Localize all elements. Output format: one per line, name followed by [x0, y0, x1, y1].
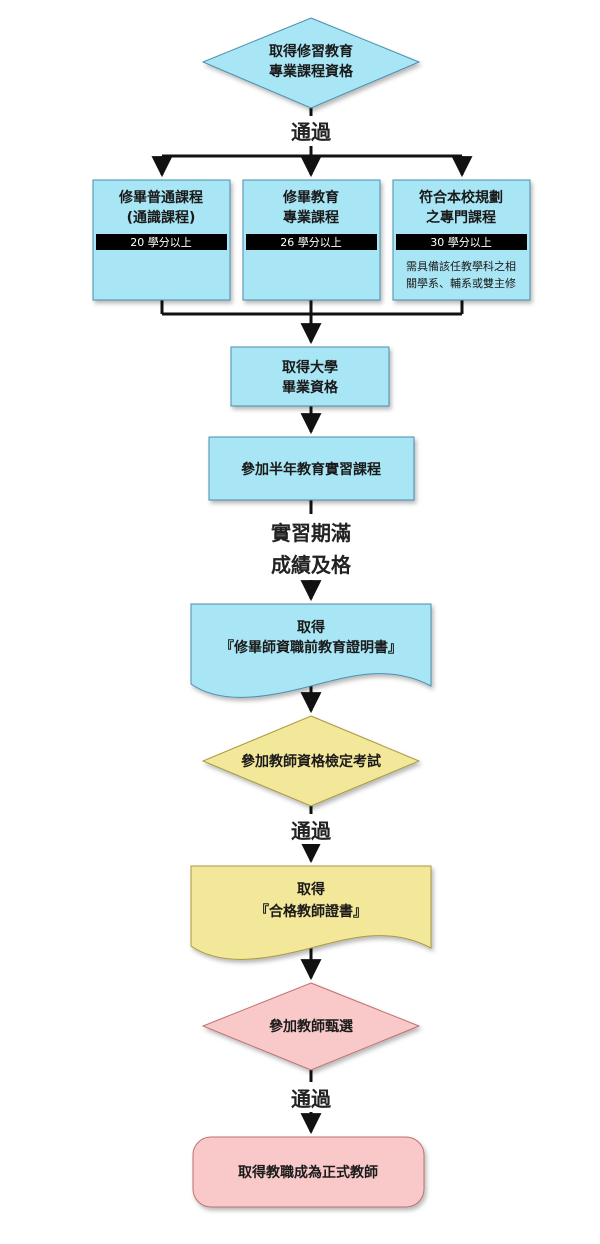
course-education-box: 修畢教育 專業課程 26 學分以上	[242, 179, 381, 301]
pass2-label: 通過	[291, 819, 332, 843]
course-specialty-note1: 需具備該任教學科之相	[406, 259, 516, 273]
course-specialty-credit-bar	[396, 234, 527, 250]
final-text: 取得教職成為正式教師	[238, 1164, 378, 1181]
internship-text: 參加半年教育實習課程	[241, 461, 381, 478]
start-text-line2: 專業課程資格	[269, 63, 354, 80]
connectors	[151, 108, 473, 1135]
start-text-line1: 取得修習教育	[269, 43, 353, 60]
internship-box: 參加半年教育實習課程	[208, 436, 415, 501]
internship-done-line1: 實習期滿	[271, 521, 351, 545]
start-diamond: 取得修習教育 專業課程資格	[201, 17, 421, 109]
selection-diamond: 參加教師甄選	[201, 982, 421, 1071]
internship-done-label-bg	[252, 514, 370, 580]
certificate-pre-line2: 『修畢師資職前教育證明書』	[220, 639, 402, 656]
certificate-line2: 『合格教師證書』	[255, 903, 367, 920]
course-general-line2: (通識課程)	[127, 209, 196, 226]
certificate-pre-shape	[190, 603, 432, 698]
exam-diamond-shape	[201, 715, 421, 807]
course-general-line1: 修畢普通課程	[118, 189, 203, 206]
course-specialty-note2: 關學系、輔系或雙主修	[406, 276, 516, 290]
pass3-label-bg	[284, 1082, 338, 1112]
certificate-pre-line1: 取得	[297, 619, 325, 636]
degree-line1: 取得大學	[282, 359, 338, 376]
internship-shape	[208, 436, 415, 501]
exam-diamond: 參加教師資格檢定考試	[201, 715, 421, 807]
certificate-document: 取得 『合格教師證書』	[190, 865, 432, 960]
course-education-line1: 修畢教育	[282, 189, 339, 206]
course-specialty-credits: 30 學分以上	[430, 236, 492, 249]
pass1-label: 通過	[291, 120, 332, 144]
pass2-label-bg	[284, 814, 338, 844]
course-education-credit-bar	[246, 234, 377, 250]
certificate-line1: 取得	[297, 881, 325, 898]
selection-diamond-shape	[201, 982, 421, 1071]
exam-text: 參加教師資格檢定考試	[241, 753, 381, 770]
pass3-label: 通過	[291, 1087, 332, 1111]
certificate-pre-document: 取得 『修畢師資職前教育證明書』	[190, 603, 432, 698]
course-general-box: 修畢普通課程 (通識課程) 20 學分以上	[92, 179, 231, 301]
internship-done-line2: 成績及格	[271, 553, 352, 577]
course-specialty-box: 符合本校規劃 之專門課程 30 學分以上 需具備該任教學科之相 關學系、輔系或雙…	[392, 179, 531, 301]
selection-text: 參加教師甄選	[269, 1018, 353, 1035]
course-general-credits: 20 學分以上	[130, 236, 192, 249]
course-education-line2: 專業課程	[283, 209, 339, 226]
course-general-credit-bar	[96, 234, 227, 250]
degree-shape	[230, 346, 390, 407]
final-box: 取得教職成為正式教師	[192, 1136, 425, 1208]
final-shape	[192, 1136, 425, 1208]
degree-line2: 畢業資格	[282, 379, 339, 396]
certificate-shape	[190, 865, 432, 960]
course-specialty-line2: 之專門課程	[426, 209, 496, 226]
course-specialty-line1: 符合本校規劃	[418, 189, 503, 206]
start-diamond-shape	[201, 17, 421, 109]
course-education-credits: 26 學分以上	[280, 236, 342, 249]
pass1-label-bg	[284, 116, 338, 146]
degree-box: 取得大學 畢業資格	[230, 346, 390, 407]
